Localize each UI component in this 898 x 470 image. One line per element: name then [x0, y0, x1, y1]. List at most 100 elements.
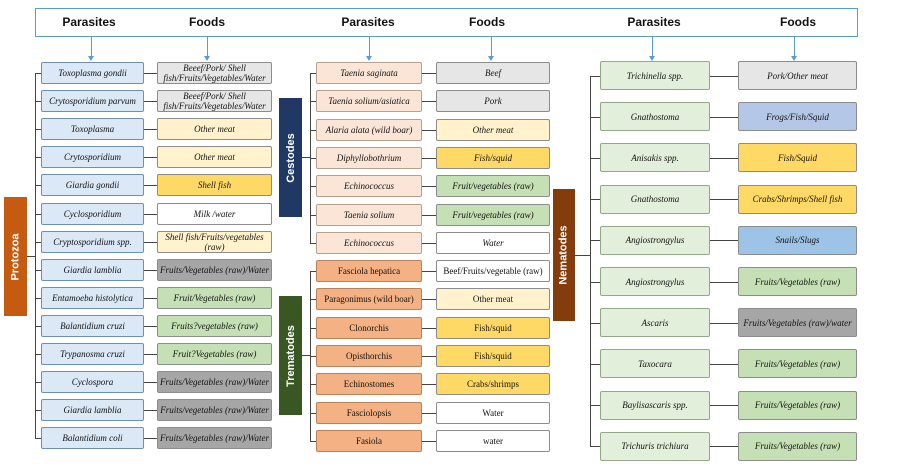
protozoa-food-box: Other meat	[157, 118, 272, 141]
trematodes-branch-line	[310, 327, 316, 329]
protozoa-parasite-box: Giardia lamblia	[41, 258, 144, 281]
nematodes-category-connector	[575, 255, 590, 256]
protozoa-link-line	[144, 269, 157, 271]
cestodes-link-line	[422, 214, 436, 216]
nematodes-food-box: Snails/Slugs	[738, 225, 857, 255]
protozoa-branch-line	[35, 129, 41, 131]
protozoa-parasites-header: Parasites	[62, 15, 116, 29]
protozoa-food-box: Fruits/Vegetables (raw)/Water	[157, 258, 272, 281]
protozoa-food-box: Shell fish	[157, 174, 272, 197]
protozoa-parasite-box: Toxoplasma	[41, 118, 144, 141]
protozoa-branch-line	[35, 354, 41, 355]
protozoa-link-line	[144, 297, 157, 299]
nematodes-food-box: Fish/Squid	[738, 143, 857, 173]
cestodes-parasite-box: Taenia saginata	[316, 62, 422, 84]
nematodes-parasite-box: Anisakis spp.	[600, 143, 710, 173]
nematodes-link-line	[710, 363, 738, 365]
cestodes-branch-line	[310, 101, 316, 103]
trematodes-food-box: Fish/squid	[436, 316, 550, 339]
protozoa-link-line	[144, 157, 157, 159]
nematodes-food-box: Fruits/Vegetables (raw)	[738, 267, 857, 296]
trematodes-link-line	[422, 271, 436, 272]
nematodes-branch-line	[590, 75, 600, 77]
cestodes-food-box: Fish/squid	[436, 146, 550, 169]
cestodes-parasite-box: Taenia solium	[316, 203, 422, 226]
protozoa-parasite-box: Toxoplasma gondii	[41, 62, 144, 84]
protozoa-parasite-box: Crytosporidium	[41, 146, 144, 169]
protozoa-foods-header: Foods	[189, 15, 225, 29]
protozoa-link-line	[144, 241, 157, 243]
cestodes-category-connector	[302, 157, 310, 158]
arrowhead-icon	[488, 56, 494, 61]
protozoa-category-connector	[27, 256, 35, 257]
header-frame	[35, 8, 858, 37]
nematodes-food-box: Frogs/Fish/Squid	[738, 102, 857, 132]
arrowhead-icon	[366, 56, 372, 61]
category-nematodes: Nematodes	[553, 189, 575, 321]
cestodes-parasite-box: Echinococcus	[316, 231, 422, 254]
nematodes-parasite-box: Baylisascaris spp.	[600, 390, 710, 420]
protozoa-parasite-box: Crytosporidium parvum	[41, 90, 144, 113]
nematodes-link-line	[710, 199, 738, 201]
protozoa-parasite-box: Giardia lamblia	[41, 399, 144, 422]
category-cestodes: Cestodes	[279, 98, 302, 217]
trematodes-parasite-box: Opisthorchis	[316, 344, 422, 367]
cestodes-link-line	[422, 73, 436, 74]
protozoa-food-box: Other meat	[157, 146, 272, 169]
protozoa-link-line	[144, 101, 157, 103]
protozoa-link-line	[144, 185, 157, 187]
cestode-parasites-header: Parasites	[341, 15, 395, 29]
protozoa-parasite-box: Trypanosma cruzi	[41, 343, 144, 365]
protozoa-link-line	[144, 325, 157, 327]
nematodes-parasite-box: Taxocara	[600, 349, 710, 379]
nematodes-parasite-box: Trichuris trichiura	[600, 431, 710, 461]
protozoa-parasite-box: Cyclospora	[41, 371, 144, 394]
trematodes-parasite-box: Echinostomes	[316, 373, 422, 396]
trematodes-link-line	[422, 355, 436, 357]
cestodes-food-box: Fruit/vegetables (raw)	[436, 175, 550, 198]
arrowhead-icon	[204, 56, 210, 61]
nematodes-branch-line	[590, 116, 600, 118]
protozoa-food-box: Fruit?Vegetables (raw)	[157, 343, 272, 365]
nematodes-food-box: Fruits/Vegetables (raw)	[738, 390, 857, 420]
category-protozoa-label: Protozoa	[9, 232, 22, 281]
nematodes-parasite-box: Gnathostoma	[600, 102, 710, 132]
trematodes-branch-line	[310, 271, 316, 272]
nematodes-food-box: Crabs/Shrimps/Shell fish	[738, 184, 857, 214]
nematodes-parasite-box: Trichinella spp.	[600, 61, 710, 90]
cestodes-branch-line	[310, 73, 316, 74]
trematodes-food-box: Water	[436, 401, 550, 424]
nematodes-parasite-box: Angiostrongylus	[600, 267, 710, 296]
protozoa-food-box: Fruits?vegetables (raw)	[157, 314, 272, 337]
nematode-parasites-header: Parasites	[627, 15, 681, 29]
cestodes-food-box: Beef	[436, 62, 550, 84]
protozoa-link-line	[144, 354, 157, 355]
protozoa-link-line	[144, 129, 157, 131]
protozoa-parasite-box: Cryptosporidium spp.	[41, 230, 144, 253]
trematodes-parasite-box: Fasciola hepatica	[316, 260, 422, 282]
arrow-cestode-parasites	[369, 37, 370, 57]
nematodes-link-line	[710, 405, 738, 407]
trematodes-branch-line	[310, 355, 316, 357]
category-trematodes-label: Trematodes	[284, 324, 297, 387]
nematodes-branch-line	[590, 199, 600, 201]
cestodes-parasite-box: Diphyllobothrium	[316, 146, 422, 169]
nematodes-link-line	[710, 446, 738, 448]
trematodes-branch-line	[310, 412, 316, 414]
protozoa-parasite-box: Cyclosporidium	[41, 202, 144, 225]
trematodes-branch-line	[310, 299, 316, 301]
protozoa-food-box: Beeef/Pork/ Shell fish/Fruits/Vegetables…	[157, 62, 272, 84]
nematodes-food-box: Fruits/Vegetables (raw)	[738, 349, 857, 379]
cestodes-parasite-box: Echinococcus	[316, 175, 422, 198]
trematodes-parasite-box: Clonorchis	[316, 316, 422, 339]
protozoa-food-box: Fruits/Vegetables (raw)/Water	[157, 371, 272, 394]
trematodes-food-box: Fish/squid	[436, 344, 550, 367]
cestodes-link-line	[422, 129, 436, 131]
protozoa-branch-line	[35, 241, 41, 243]
nematodes-link-line	[710, 240, 738, 242]
protozoa-trunk-line	[35, 73, 36, 439]
trematodes-parasite-box: Fasiola	[316, 429, 422, 452]
protozoa-parasite-box: Entamoeba histolytica	[41, 286, 144, 309]
protozoa-branch-line	[35, 325, 41, 327]
nematodes-branch-line	[590, 240, 600, 242]
